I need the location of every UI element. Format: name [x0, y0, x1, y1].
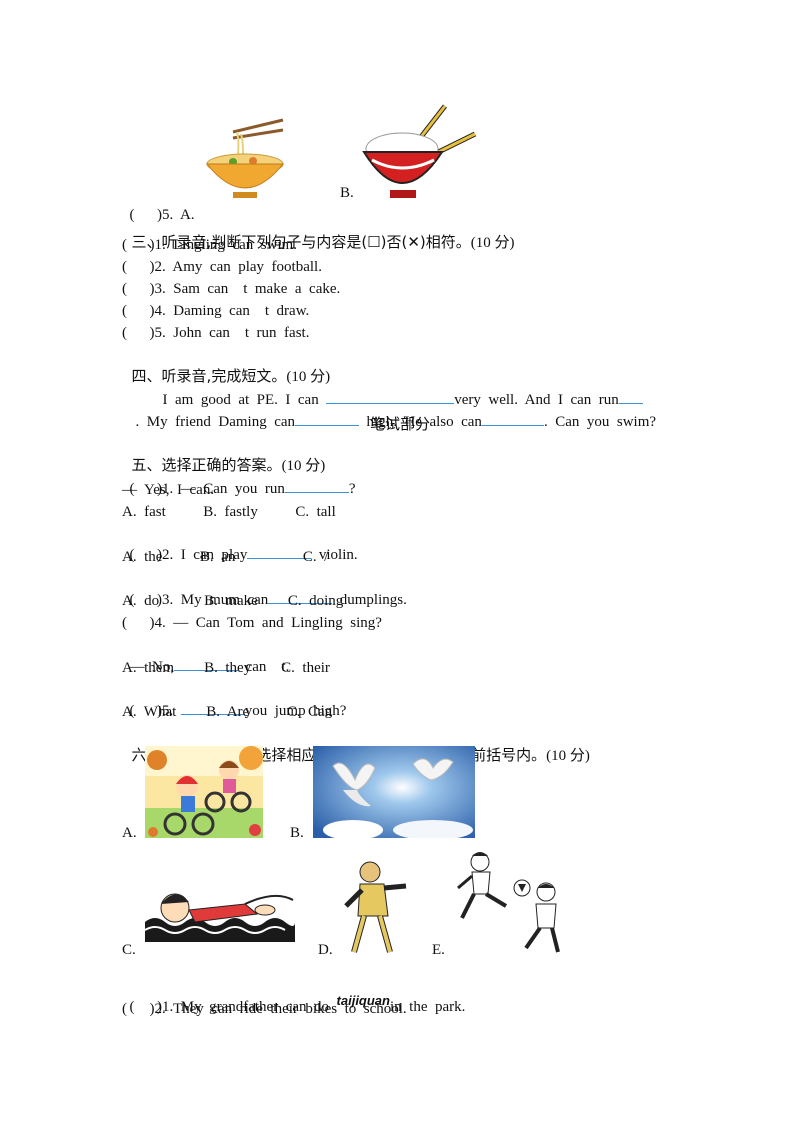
section4-paragraph-line2: . My friend Daming can high. He also can… — [128, 391, 657, 432]
section6-points: (10 分) — [546, 748, 590, 764]
section5-q1-options: A. fast B. fastly C. tall — [122, 504, 336, 520]
section5-q2: ( )2. I can play violin. — [122, 524, 358, 565]
noodles-bowl-image — [205, 112, 285, 202]
taijiquan-word: taijiquan — [336, 993, 390, 1008]
boys-playing-football-image — [450, 848, 580, 956]
answer-blank[interactable] — [174, 656, 239, 671]
section5-q3-options: A. do B. make C. doing — [122, 593, 344, 609]
section5-q4-options: A. them B. they C. their — [122, 660, 330, 676]
answer-blank[interactable] — [284, 478, 349, 493]
answer-blank[interactable] — [295, 411, 360, 426]
answer-blank[interactable] — [180, 700, 245, 715]
answer-blank[interactable] — [326, 389, 455, 404]
picture-label-e: E. — [432, 942, 445, 958]
kids-riding-bikes-image — [145, 746, 263, 838]
section5-q5: ( )5. you jump high? — [122, 680, 347, 721]
answer-blank[interactable] — [247, 544, 312, 559]
section3-item-1: ( )1. Lingling can swim. — [122, 237, 297, 253]
cross-icon: ✕ — [407, 233, 420, 251]
section5-q1: ( )1. — Can you run? — [122, 458, 356, 499]
listen-q5-option-a: A. — [179, 207, 195, 223]
section4-paragraph-line1: I am good at PE. I can very well. And I … — [155, 369, 643, 410]
picture-label-a: A. — [122, 825, 137, 841]
section5-points: (10 分) — [281, 458, 326, 474]
section6-sentence-2: ( )2. They can ride their bikes to schoo… — [122, 1001, 407, 1017]
girl-swimming-image — [144, 880, 295, 942]
written-part-title: 笔试部分 — [369, 415, 430, 433]
picture-label-d: D. — [318, 942, 333, 958]
listen-q5-line: ( )5. A. — [122, 185, 195, 225]
old-man-taijiquan-image — [340, 858, 412, 956]
rice-bowl-image — [360, 104, 480, 204]
listen-q5-option-b: B. — [340, 185, 354, 201]
section6-sentence-1: ( )1. My grandfather can do taijiquanin … — [129, 993, 466, 1015]
picture-label-b: B. — [290, 825, 304, 841]
section5-q5-options: A. What B. Are C. Can — [122, 704, 333, 720]
listen-q5-paren: ( )5. — [129, 207, 174, 223]
answer-blank[interactable] — [618, 389, 643, 404]
section3-item-2: ( )2. Amy can play football. — [122, 259, 322, 275]
section5-q3: ( )3. My mum can dumplings. — [122, 569, 407, 610]
section3-item-4: ( )4. Daming can t draw. — [122, 303, 310, 319]
section5-q4-answer: — No, can t. — [122, 636, 290, 677]
flying-doves-image — [313, 746, 475, 840]
section5-heading: 五、选择正确的答案。(10 分) — [131, 456, 326, 474]
section5-q1-answer: — Yes, I can. — [122, 482, 215, 498]
section3-heading: 三、听录音,判断下列句子与内容是(☐)否(✕)相符。(10 分) — [131, 233, 515, 251]
section4-points: (10 分) — [286, 369, 331, 385]
section5-q2-options: A. the B. an C. / — [122, 549, 329, 565]
section3-points: (10 分) — [470, 235, 515, 251]
answer-blank[interactable] — [481, 411, 544, 426]
section3-item-5: ( )5. John can t run fast. — [122, 325, 310, 341]
section4-heading: 四、听录音,完成短文。(10 分) — [131, 367, 331, 385]
picture-label-c: C. — [122, 942, 136, 958]
section5-q4: ( )4. — Can Tom and Lingling sing? — [122, 615, 382, 631]
answer-blank[interactable] — [268, 589, 333, 604]
section3-item-3: ( )3. Sam can t make a cake. — [122, 281, 341, 297]
check-box-icon: ☐ — [367, 233, 381, 251]
